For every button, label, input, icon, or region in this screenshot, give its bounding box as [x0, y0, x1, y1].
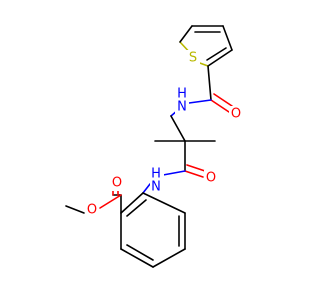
thiophene-ring: [179, 25, 233, 67]
bond-carbonyl-o-double: [186, 164, 206, 172]
bond-c-c: [207, 49, 233, 67]
bond-carbonyl-o: [184, 170, 204, 178]
bond-ar: [142, 192, 186, 214]
amide-n-top: N: [177, 100, 187, 115]
bond-c-c: [179, 25, 193, 43]
benzene-ring: [120, 192, 186, 268]
amide-n-top-h: H: [177, 87, 187, 102]
methyl-ester: [65, 189, 122, 214]
amide-o-mid: O: [206, 171, 216, 186]
quaternary-carbon: [154, 115, 216, 172]
ester-o-carbonyl: O: [112, 176, 122, 191]
bond-ar: [120, 248, 154, 268]
ester-o-ether: O: [87, 203, 97, 218]
bond-o-methyl: [65, 205, 85, 214]
amide-n-mid-h: H: [151, 167, 161, 182]
bond-ester-ether: [99, 194, 122, 209]
molecule-canvas: S H N O H N O O O: [65, 25, 243, 268]
amide-n-mid: N: [151, 180, 161, 195]
bond-carbonyl-n: [188, 99, 212, 104]
top-amide: [170, 65, 233, 117]
amide-o-top: O: [231, 107, 241, 122]
middle-amide: [142, 164, 206, 194]
bond-carbonyl-n: [162, 170, 186, 176]
bond-c-quat: [170, 115, 186, 142]
bond-carbonyl-o: [210, 99, 230, 113]
atom-labels: S H N O H N O O O: [85, 50, 243, 218]
bond-ar: [120, 192, 144, 214]
bond-carbonyl-o-double: [213, 93, 233, 107]
bond-c-c: [222, 25, 233, 51]
bond-ring-carbonyl: [207, 65, 212, 101]
bond-ar-inner: [126, 199, 147, 217]
bond-ar: [152, 248, 186, 268]
sulfur-atom: S: [189, 51, 197, 66]
bond-c-c-inner: [206, 47, 227, 61]
bond-ar-inner: [126, 244, 154, 261]
bond-n-aryl: [142, 183, 151, 194]
molecule-structure: S H N O H N O O O: [65, 25, 243, 268]
